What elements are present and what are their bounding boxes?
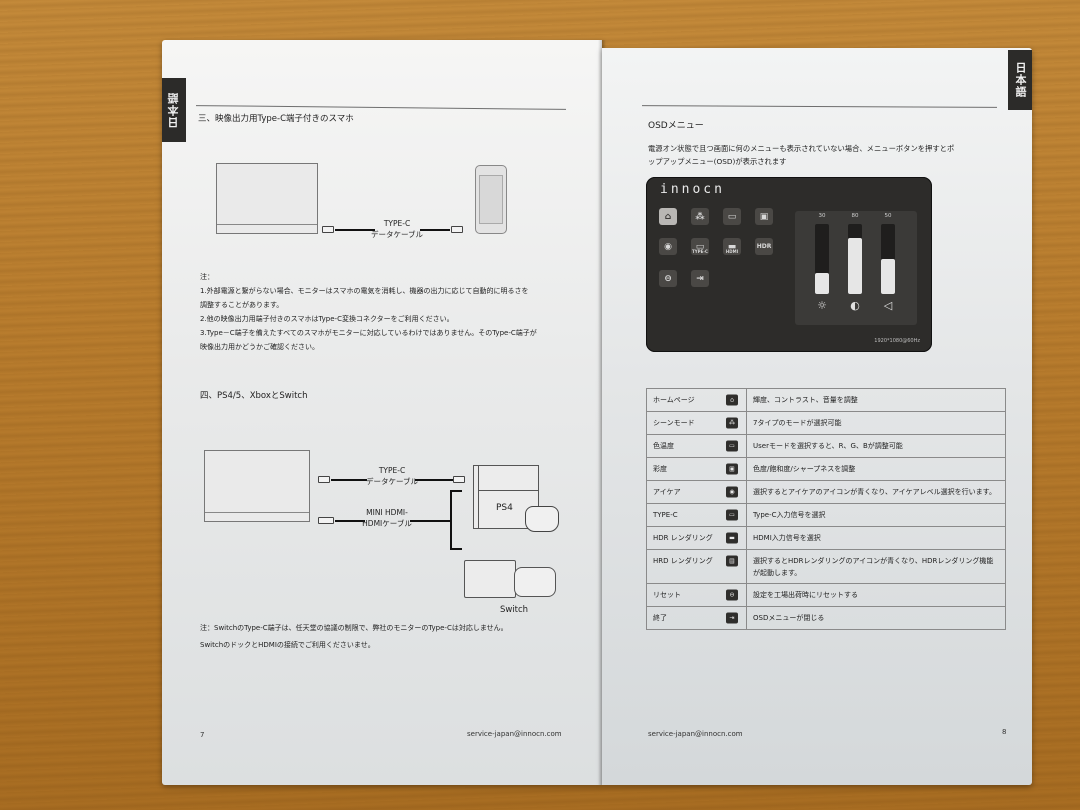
contrast-value: 80 [851,213,859,219]
reset-icon: ⊖ [726,589,738,601]
right-page: 日本語 OSDメニュー 電源オン状態で且つ画面に何のメニューも表示されていない場… [602,48,1032,785]
osd-slider-panel: 30 ☼ 80 ◐ 50 ◁ [795,211,917,325]
cable-line [335,229,375,231]
table-row: ホームページ⌂ 輝度、コントラスト、音量を調整 [646,388,1006,412]
bracket-line [450,490,452,550]
hdmi-input-icon: ▬ HDMI [723,238,741,255]
saturation-icon: ▣ [726,463,738,475]
table-row: TYPE-C▭ Type-C入力信号を選択 [646,503,1006,527]
volume-value: 50 [884,213,892,219]
smartphone-illustration [475,165,507,234]
cable-line [331,479,367,481]
page-number: 7 [200,731,205,739]
scene-mode-icon: ⁂ [726,417,738,429]
table-row: シーンモード⁂ 7タイプのモードが選択可能 [646,411,1006,435]
volume-icon: ◁ [883,299,893,312]
brightness-icon: ☼ [817,299,827,312]
usb-c-plug-icon [453,476,465,483]
gamepad-illustration [525,506,559,532]
table-row: アイケア◉ 選択するとアイケアのアイコンが青くなり、アイケアレベル選択を行います… [646,480,1006,504]
saturation-icon: ▣ [755,208,773,225]
support-email: service-japan@innocn.com [467,730,562,738]
osd-section-title: OSDメニュー [648,121,704,131]
eye-care-icon: ◉ [659,238,677,255]
type-c-input-icon: ▭ [726,509,738,521]
ps4-illustration: PS4 [473,465,539,529]
cable-line [410,520,450,522]
innocn-logo: innocn [660,182,725,197]
contrast-icon: ◐ [850,299,860,312]
mini-hdmi-plug-icon [318,517,334,524]
osd-intro: 電源オン状態で且つ画面に何のメニューも表示されていない場合、メニューボタンを押す… [648,144,955,166]
table-row: 色温度▭ Userモードを選択すると、R、G、Bが調整可能 [646,434,1006,458]
section4-note: 注：SwitchのType-C端子は、任天堂の協議の制限で、弊社のモニターのTy… [200,624,508,649]
monitor-illustration [216,163,318,234]
scene-mode-icon: ⁂ [691,208,709,225]
home-icon: ⌂ [659,208,677,225]
header-rule [196,105,566,110]
monitor-illustration [204,450,310,522]
brightness-slider [815,224,829,294]
section3-title: 三、映像出力用Type-C端子付きのスマホ [198,114,354,124]
contrast-slider [848,224,862,294]
language-tab: 日本語 [1008,50,1032,110]
usb-c-plug-icon [451,226,463,233]
table-row: リセット⊖ 設定を工場出荷時にリセットする [646,583,1006,607]
page-number: 8 [1002,728,1007,736]
hdmi-input-icon: ▬ [726,532,738,544]
language-tab: 日本語 [162,78,186,142]
section4-title: 四、PS4/5、XboxとSwitch [200,391,308,401]
exit-icon: ⇥ [726,612,738,624]
table-row: 終了⇥ OSDメニューが閉じる [646,606,1006,630]
osd-menu-illustration: innocn ⌂ ⁂ ▭ ▣ ◉ ▭ TYPE-C ▬ HDMI HDR ⊖ ⇥… [646,177,932,352]
color-temperature-icon: ▭ [726,440,738,452]
hdr-icon: ▤ [726,555,738,567]
cable-line [335,520,365,522]
table-row: HRD レンダリング▤ 選択するとHDRレンダリングのアイコンが青くなり、HDR… [646,549,1006,584]
volume-slider [881,224,895,294]
cable2-label: MINI HDMI- HDMIケーブル [362,508,412,528]
left-page: 日本語 三、映像出力用Type-C端子付きのスマホ TYPE-C データケーブル… [162,40,602,785]
switch-dock-illustration [464,560,516,598]
osd-function-table: ホームページ⌂ 輝度、コントラスト、音量を調整 シーンモード⁂ 7タイプのモード… [646,388,1006,630]
switch-joycon-illustration [514,567,556,597]
home-icon: ⌂ [726,394,738,406]
header-rule [641,105,998,108]
switch-label: Switch [499,605,529,615]
color-temperature-icon: ▭ [723,208,741,225]
cable1-label: TYPE-C データケーブル [365,466,419,486]
usb-c-plug-icon [322,226,334,233]
type-c-input-icon: ▭ TYPE-C [691,238,709,255]
cable-line [415,479,453,481]
resolution-text: 1920*1080@60Hz [874,338,920,344]
ps4-label: PS4 [496,503,513,513]
exit-icon: ⇥ [691,270,709,287]
table-row: 彩度▣ 色度/飽和度/シャープネスを調整 [646,457,1006,481]
reset-icon: ⊖ [659,270,677,287]
section3-notes: 注： 1.外部電源と繋がらない場合、モニターはスマホの電気を消耗し、機器の出力に… [200,273,537,351]
eye-care-icon: ◉ [726,486,738,498]
support-email: service-japan@innocn.com [648,730,743,738]
brightness-value: 30 [818,213,826,219]
cable-line [420,229,450,231]
hdr-icon: HDR [755,238,773,255]
table-row: HDR レンダリング▬ HDMI入力信号を選択 [646,526,1006,550]
cable-label: TYPE-C データケーブル [370,219,424,239]
usb-c-plug-icon [318,476,330,483]
